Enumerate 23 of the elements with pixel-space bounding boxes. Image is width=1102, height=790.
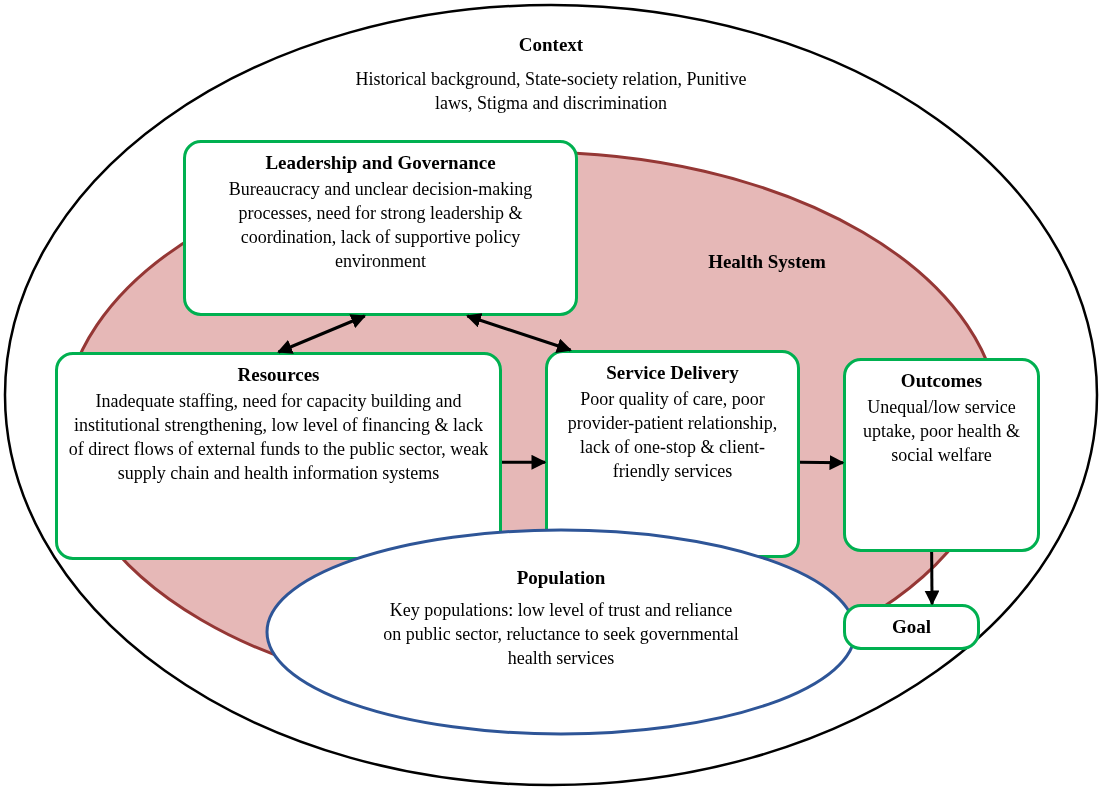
- process-box: [183, 140, 578, 316]
- description: Key populations: low level of trust and reliance on public sector, reluctance to seek governmental health services: [382, 599, 740, 670]
- heading: Context: [517, 33, 585, 57]
- arrow: [502, 454, 547, 470]
- heading: Outcomes: [899, 369, 984, 393]
- goal-box: [843, 604, 980, 650]
- heading: Goal: [890, 615, 933, 639]
- process-box: [843, 358, 1040, 552]
- description: Bureaucracy and unclear decision-making processes, need for strong leadership & coordination, lack of supportive policy environment: [227, 178, 534, 273]
- arrow: [800, 455, 845, 471]
- description: Unequal/low service uptake, poor health & social welfare: [862, 396, 1021, 467]
- heading: Population: [515, 566, 607, 590]
- heading: Service Delivery: [605, 361, 740, 385]
- process-box: [545, 350, 800, 558]
- heading: Health System: [707, 250, 827, 274]
- arrow: [277, 314, 367, 354]
- heading: Resources: [236, 363, 321, 387]
- description: Poor quality of care, poor provider-patient relationship, lack of one-stop & client-friendly services: [566, 388, 779, 483]
- heading: Leadership and Governance: [264, 151, 497, 175]
- arrow: [466, 313, 572, 353]
- description: Inadequate staffing, need for capacity building and institutional strengthening, low level of financing & lack of direct flows of external funds to the public sector, weak supply chain and health information systems: [68, 390, 489, 485]
- description: Historical background, State-society relation, Punitive laws, Stigma and discrimination: [354, 68, 748, 115]
- process-box: [55, 352, 502, 560]
